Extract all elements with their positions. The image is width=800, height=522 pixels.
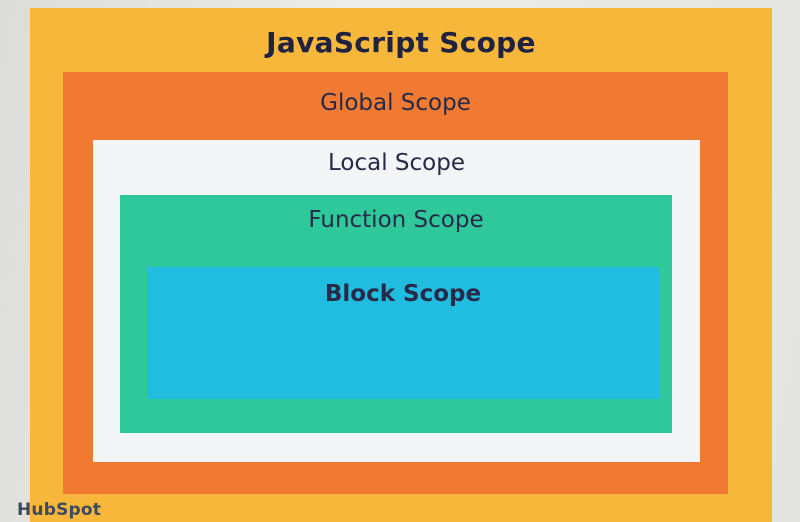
- hubspot-logo: HubSpot: [17, 500, 102, 520]
- local-scope-label: Local Scope: [328, 150, 465, 176]
- javascript-scope-diagram: JavaScript Scope Global Scope Local Scop…: [30, 8, 772, 522]
- global-scope-label: Global Scope: [320, 90, 471, 116]
- function-scope-box: Function Scope Block Scope: [120, 195, 672, 433]
- block-scope-box: Block Scope: [147, 267, 659, 399]
- global-scope-box: Global Scope Local Scope Function Scope …: [63, 72, 728, 494]
- local-scope-box: Local Scope Function Scope Block Scope: [93, 140, 700, 462]
- diagram-title: JavaScript Scope: [266, 26, 536, 59]
- block-scope-label: Block Scope: [324, 281, 482, 307]
- function-scope-label: Function Scope: [308, 207, 484, 233]
